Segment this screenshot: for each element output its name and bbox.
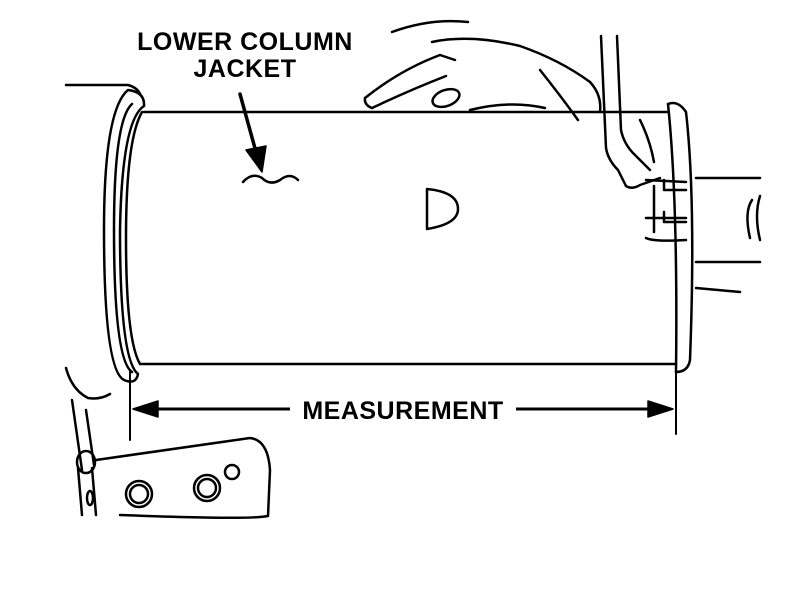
lower-left-support xyxy=(64,366,112,517)
label-pointer-arrow xyxy=(238,92,267,173)
label-lower-column-jacket-line2: JACKET xyxy=(193,55,297,83)
bracket-strap xyxy=(599,34,662,189)
output-shaft xyxy=(694,176,762,294)
bolt-hole-left xyxy=(124,479,154,509)
measurement-dimension xyxy=(129,371,677,441)
dimension-arrowhead-left xyxy=(132,400,159,418)
mounting-bracket xyxy=(94,436,272,520)
lower-column-jacket xyxy=(102,88,678,383)
upper-background-parts xyxy=(363,19,602,122)
bolt-hole-right xyxy=(192,473,222,503)
right-flange xyxy=(644,101,694,374)
dimension-arrowhead-right xyxy=(647,400,674,418)
label-measurement: MEASUREMENT xyxy=(290,397,516,425)
label-lower-column-jacket-line1: LOWER COLUMN xyxy=(137,28,353,56)
